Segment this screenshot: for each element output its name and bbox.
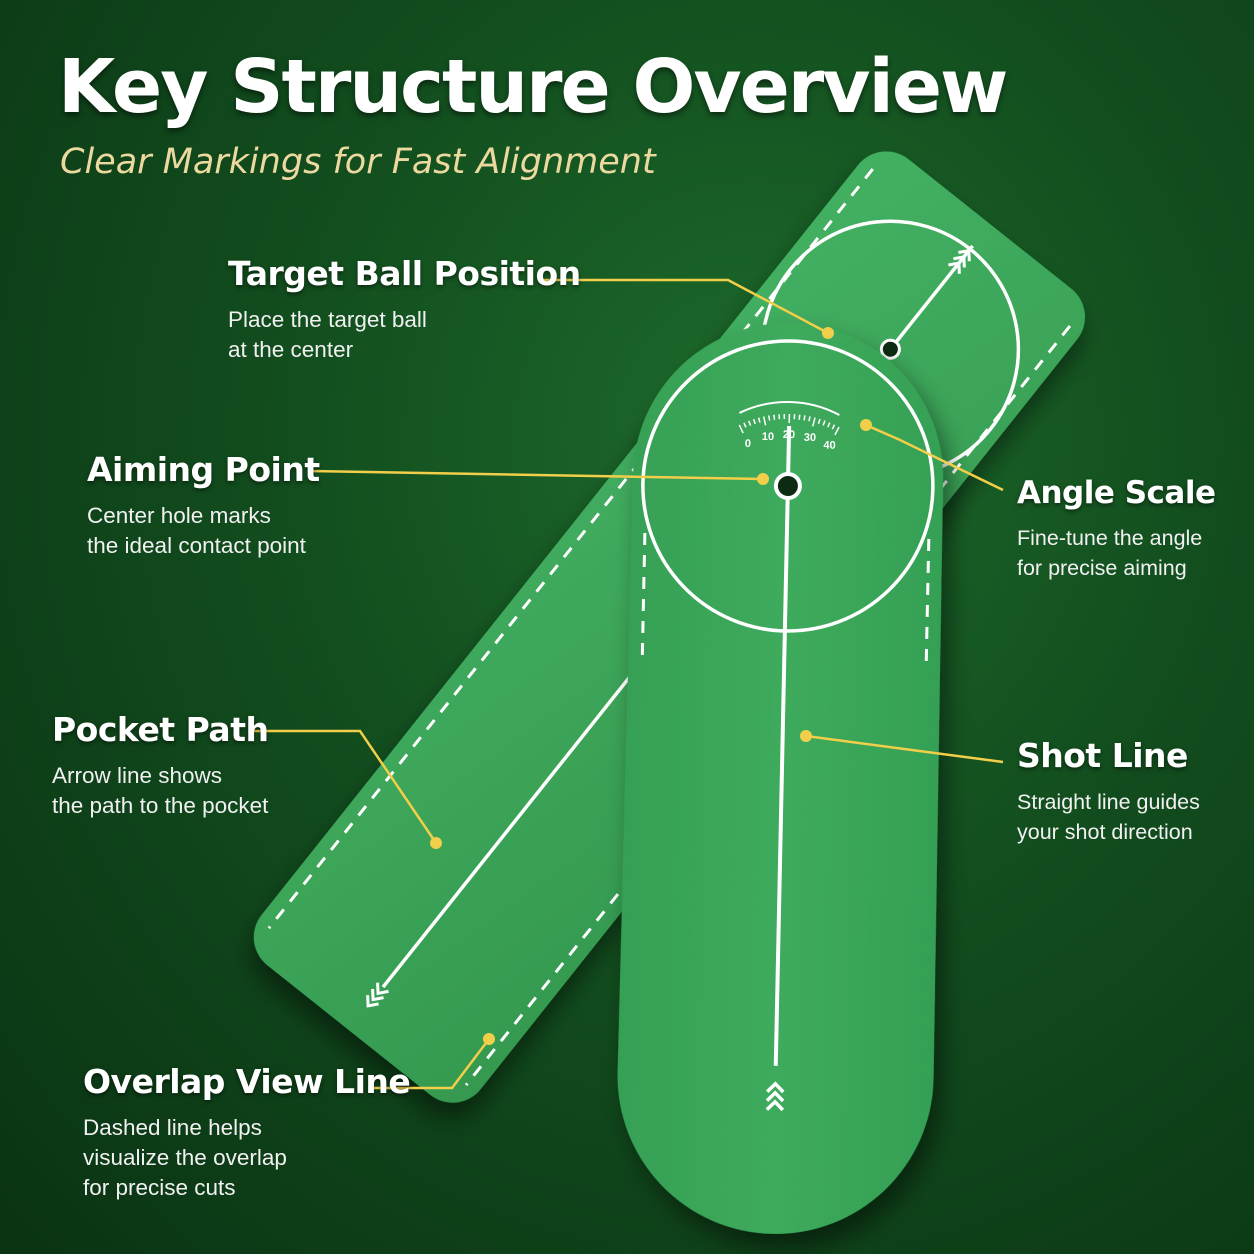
- pocket-arrow-tail-icon: [366, 982, 389, 1008]
- angle-scale-tick: [798, 414, 801, 420]
- aiming-point-dot: [757, 473, 769, 485]
- angle-scale-tick: [812, 417, 816, 427]
- angle-scale-leader: [865, 423, 1004, 492]
- angle-scale-label: 40: [823, 440, 835, 452]
- callout-title: Angle Scale: [1017, 475, 1216, 511]
- callout-description: Place the target ball at the center: [228, 305, 581, 365]
- callout-line: your shot direction: [1017, 820, 1193, 844]
- target-ball-hole: [879, 338, 901, 360]
- callout-angle-scale: Angle Scale Fine-tune the angle for prec…: [1017, 475, 1216, 583]
- angle-scale-tick: [822, 420, 826, 426]
- overlap-dashed-line-left: [267, 168, 874, 930]
- callout-line: for precise aiming: [1017, 556, 1187, 580]
- pocket-arrow-icon: [948, 248, 971, 274]
- angle-scale-tick: [757, 417, 761, 423]
- callout-title: Overlap View Line: [83, 1062, 411, 1101]
- shot-arrow-icon: [765, 1081, 785, 1112]
- angle-scale-tick: [803, 415, 806, 421]
- callout-line: the ideal contact point: [87, 533, 306, 558]
- callout-line: visualize the overlap: [83, 1145, 287, 1170]
- target-ball-dot: [822, 327, 834, 339]
- callout-description: Straight line guides your shot direction: [1017, 787, 1200, 847]
- angle-scale-tick: [762, 416, 767, 426]
- callout-title: Pocket Path: [52, 710, 269, 749]
- angle-scale-label: 0: [745, 438, 751, 450]
- callout-line: Place the target ball: [228, 307, 427, 332]
- callout-line: Center hole marks: [87, 503, 271, 528]
- angle-scale-arc: [738, 400, 840, 416]
- pocket-path-dot: [430, 837, 442, 849]
- callout-line: at the center: [228, 337, 354, 362]
- callout-target-ball: Target Ball Position Place the target ba…: [228, 254, 581, 365]
- shot-line: [773, 425, 792, 1066]
- angle-scale-dot: [860, 419, 872, 431]
- angle-scale-tick: [768, 415, 771, 421]
- overlap-view-dot: [483, 1033, 495, 1045]
- callout-line: the path to the pocket: [52, 793, 269, 818]
- angle-scale-label: 30: [804, 432, 816, 444]
- callout-aiming-point: Aiming Point Center hole marks the ideal…: [87, 450, 320, 561]
- callout-overlap-view: Overlap View Line Dashed line helps visu…: [83, 1062, 411, 1203]
- angle-scale-tick: [738, 424, 744, 434]
- angle-scale-tick: [752, 418, 756, 425]
- pocket-path-leader: [250, 729, 438, 844]
- angle-scale-tick: [831, 424, 836, 430]
- shot-line-leader: [805, 734, 1004, 764]
- angle-scale-tick: [778, 414, 781, 420]
- callout-description: Center hole marks the ideal contact poin…: [87, 501, 320, 561]
- shot-line-strip: 0 10 20 30 40: [617, 322, 944, 1234]
- callout-title: Shot Line: [1017, 736, 1188, 775]
- callout-lines: [250, 278, 1004, 1090]
- callout-line: Straight line guides: [1017, 790, 1200, 814]
- angle-scale-tick: [748, 420, 752, 426]
- angle-scale-tick: [773, 414, 776, 420]
- page-subtitle: Clear Markings for Fast Alignment: [60, 142, 656, 182]
- angle-scale: 0 10 20 30 40: [738, 400, 840, 452]
- callout-description: Dashed line helps visualize the overlap …: [83, 1113, 410, 1203]
- page-title: Key Structure Overview: [58, 44, 1008, 130]
- overlap-view-leader: [370, 1038, 490, 1090]
- callout-title: Aiming Point: [87, 450, 320, 489]
- angle-scale-tick: [808, 416, 811, 422]
- callout-description: Arrow line shows the path to the pocket: [52, 761, 268, 821]
- callout-line: Arrow line shows: [52, 763, 223, 788]
- callout-pocket-path: Pocket Path Arrow line shows the path to…: [52, 710, 269, 821]
- callout-line: Fine-tune the angle: [1017, 526, 1203, 550]
- aiming-center-hole: [773, 471, 802, 500]
- callout-line: for precise cuts: [83, 1175, 236, 1200]
- callout-description: Fine-tune the angle for precise aiming: [1017, 523, 1215, 583]
- callout-shot-line: Shot Line Straight line guides your shot…: [1017, 736, 1200, 847]
- angle-scale-tick: [827, 422, 831, 428]
- callout-title: Target Ball Position: [228, 254, 581, 293]
- angle-scale-label: 10: [762, 431, 774, 443]
- target-ball-leader: [538, 278, 829, 335]
- angle-scale-tick: [817, 418, 821, 425]
- angle-scale-tick: [834, 426, 840, 436]
- angle-scale-tick: [743, 422, 747, 428]
- callout-dots: [430, 327, 872, 1045]
- callout-line: Dashed line helps: [83, 1115, 262, 1140]
- shot-line-dot: [800, 730, 812, 742]
- angle-scale-label: 20: [783, 429, 795, 441]
- aiming-point-leader: [309, 469, 764, 481]
